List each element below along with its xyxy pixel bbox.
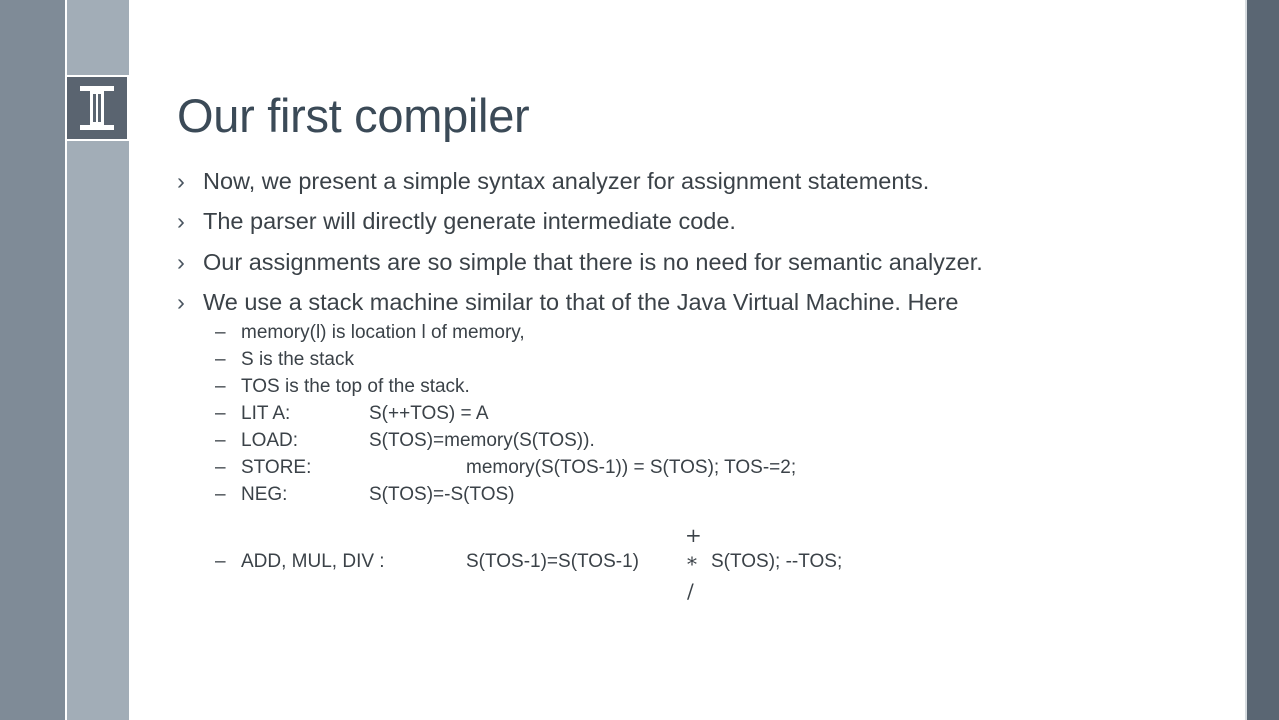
left-divider — [65, 0, 67, 720]
instr-def-neg: S(TOS)=-S(TOS) — [369, 484, 515, 505]
instr-label: LIT A: — [241, 403, 291, 424]
sub-bullet-text: memory(l) is location l of memory, — [241, 322, 525, 343]
bullet-text: Now, we present a simple syntax analyzer… — [203, 168, 930, 194]
sub-bullet-neg: –NEG: — [215, 484, 287, 506]
bullet-4: › We use a stack machine similar to that … — [177, 289, 958, 316]
sub-bullet-memory: –memory(l) is location l of memory, — [215, 322, 525, 344]
sub-bullet-store: –STORE: — [215, 457, 311, 479]
bullet-text: The parser will directly generate interm… — [203, 208, 736, 234]
bullet-marker: › — [177, 249, 185, 275]
op-divide: / — [687, 579, 694, 603]
bullet-text: We use a stack machine similar to that o… — [203, 289, 959, 315]
sub-bullet-marker: – — [215, 376, 226, 397]
sub-bullet-arith: –ADD, MUL, DIV : — [215, 551, 385, 573]
university-logo — [65, 75, 129, 141]
sub-bullet-load: –LOAD: — [215, 430, 298, 452]
instr-def-arith-left: S(TOS-1)=S(TOS-1) — [466, 551, 639, 572]
instr-def-arith-right: S(TOS); --TOS; — [711, 551, 843, 572]
sub-bullet-marker: – — [215, 349, 226, 370]
sub-bullet-text: TOS is the top of the stack. — [241, 376, 470, 397]
left-decor-bar — [0, 0, 65, 720]
bullet-marker: › — [177, 208, 185, 234]
sub-bullet-tos: –TOS is the top of the stack. — [215, 376, 470, 398]
instr-def-load: S(TOS)=memory(S(TOS)). — [369, 430, 595, 451]
sub-bullet-stack: –S is the stack — [215, 349, 354, 371]
sub-bullet-marker: – — [215, 551, 226, 572]
bullet-marker: › — [177, 168, 185, 194]
bullet-2: › The parser will directly generate inter… — [177, 208, 736, 235]
sub-bullet-marker: – — [215, 484, 226, 505]
sub-bullet-marker: – — [215, 403, 226, 424]
right-decor-bar — [1247, 0, 1279, 720]
slide-title: Our first compiler — [177, 89, 530, 142]
bullet-marker: › — [177, 289, 185, 315]
sub-bullet-text: S is the stack — [241, 349, 354, 370]
bullet-text: Our assignments are so simple that there… — [203, 249, 983, 275]
op-times: * — [687, 552, 697, 576]
block-i-icon — [80, 86, 114, 130]
op-plus: + — [685, 523, 702, 547]
right-divider — [1245, 0, 1247, 720]
bullet-3: › Our assignments are so simple that ther… — [177, 249, 983, 276]
sub-bullet-lit: –LIT A: — [215, 403, 290, 425]
sub-bullet-marker: – — [215, 322, 226, 343]
sub-bullet-marker: – — [215, 430, 226, 451]
instr-label: LOAD: — [241, 430, 299, 451]
bullet-1: › Now, we present a simple syntax analyze… — [177, 168, 929, 195]
instr-def-store: memory(S(TOS-1)) = S(TOS); TOS-=2; — [466, 457, 797, 478]
sub-bullet-marker: – — [215, 457, 226, 478]
instr-label: NEG: — [241, 484, 288, 505]
instr-def-lit: S(++TOS) = A — [369, 403, 489, 424]
instr-label: ADD, MUL, DIV : — [241, 551, 385, 572]
instr-label: STORE: — [241, 457, 312, 478]
